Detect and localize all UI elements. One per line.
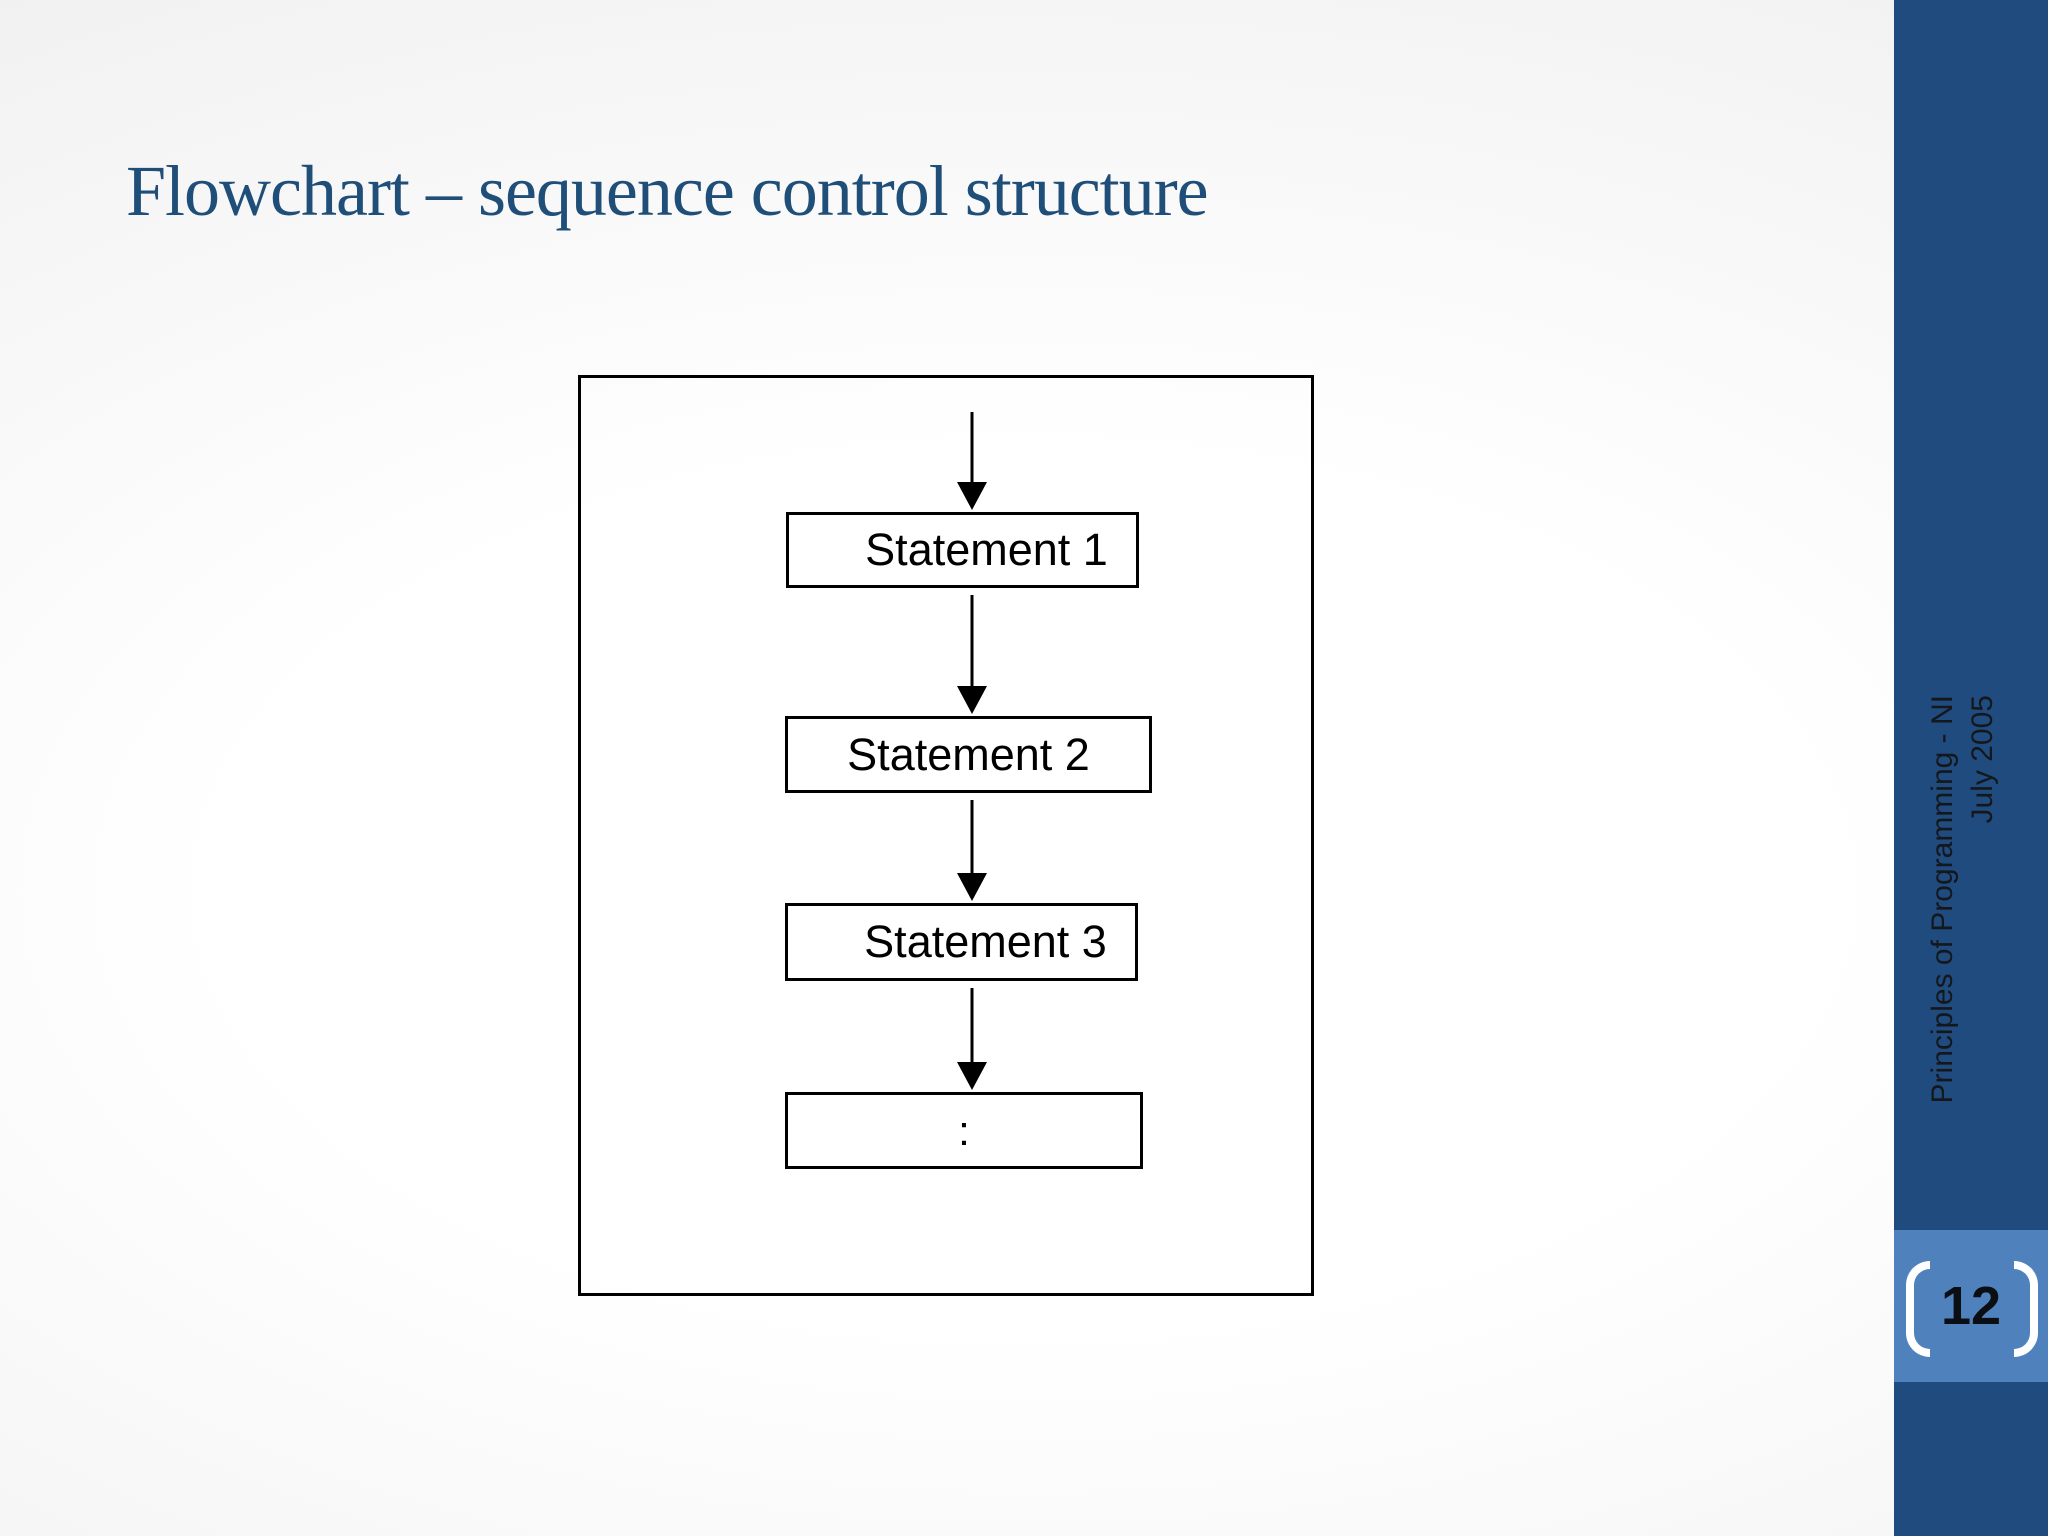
flowchart-outer-box: [578, 375, 1314, 1296]
arrow-line: [970, 988, 974, 1064]
sidebar-vertical-text: Principles of Programming - NI July 2005: [1923, 695, 2003, 1215]
statement-3-label: Statement 3: [864, 916, 1107, 967]
arrow-line: [970, 800, 974, 875]
arrow-line: [970, 595, 974, 688]
bracket-left-icon: [1906, 1261, 1930, 1357]
arrow-head: [957, 482, 987, 510]
arrow-down-icon: [957, 800, 987, 901]
arrow-head: [957, 1062, 987, 1090]
arrow-down-icon: [957, 412, 987, 510]
flowchart-box-statement-3: Statement 3: [785, 903, 1138, 981]
sidebar-date-label: July 2005: [1966, 695, 1999, 824]
sidebar-course-label: Principles of Programming - NI: [1926, 695, 1959, 1104]
slide-title: Flowchart – sequence control structure: [126, 151, 1209, 231]
page-number-badge: 12: [1894, 1230, 2048, 1382]
page-number: 12: [1940, 1276, 2002, 1336]
arrow-line: [970, 412, 974, 484]
bracket-right-icon: [2014, 1261, 2038, 1357]
flowchart-box-statement-1: Statement 1: [786, 512, 1139, 588]
arrow-down-icon: [957, 595, 987, 714]
arrow-head: [957, 686, 987, 714]
statement-1-label: Statement 1: [865, 524, 1108, 575]
arrow-head: [957, 873, 987, 901]
arrow-down-icon: [957, 988, 987, 1090]
flowchart-box-statement-2: Statement 2: [785, 716, 1152, 793]
flowchart-box-continuation: :: [785, 1092, 1143, 1169]
statement-2-label: Statement 2: [847, 728, 1090, 780]
continuation-label: :: [958, 1106, 970, 1154]
